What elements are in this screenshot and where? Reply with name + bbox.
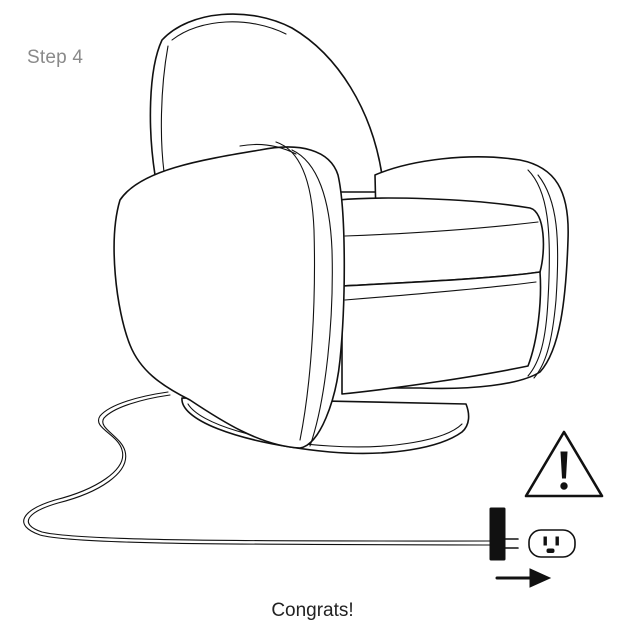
chair-front-panel — [341, 271, 542, 395]
chair-illustration — [113, 13, 569, 455]
wall-outlet-icon — [528, 529, 576, 558]
chair-seat-cushion — [337, 197, 545, 287]
right-arrow-icon — [495, 568, 552, 588]
chair-back — [149, 13, 383, 193]
caption-text: Congrats! — [271, 600, 354, 621]
warning-triangle-icon — [524, 430, 604, 498]
power-plug-icon — [489, 507, 519, 561]
power-cord — [23, 391, 491, 546]
chair-left-arm — [113, 146, 346, 449]
step-label: Step 4 — [27, 47, 84, 68]
